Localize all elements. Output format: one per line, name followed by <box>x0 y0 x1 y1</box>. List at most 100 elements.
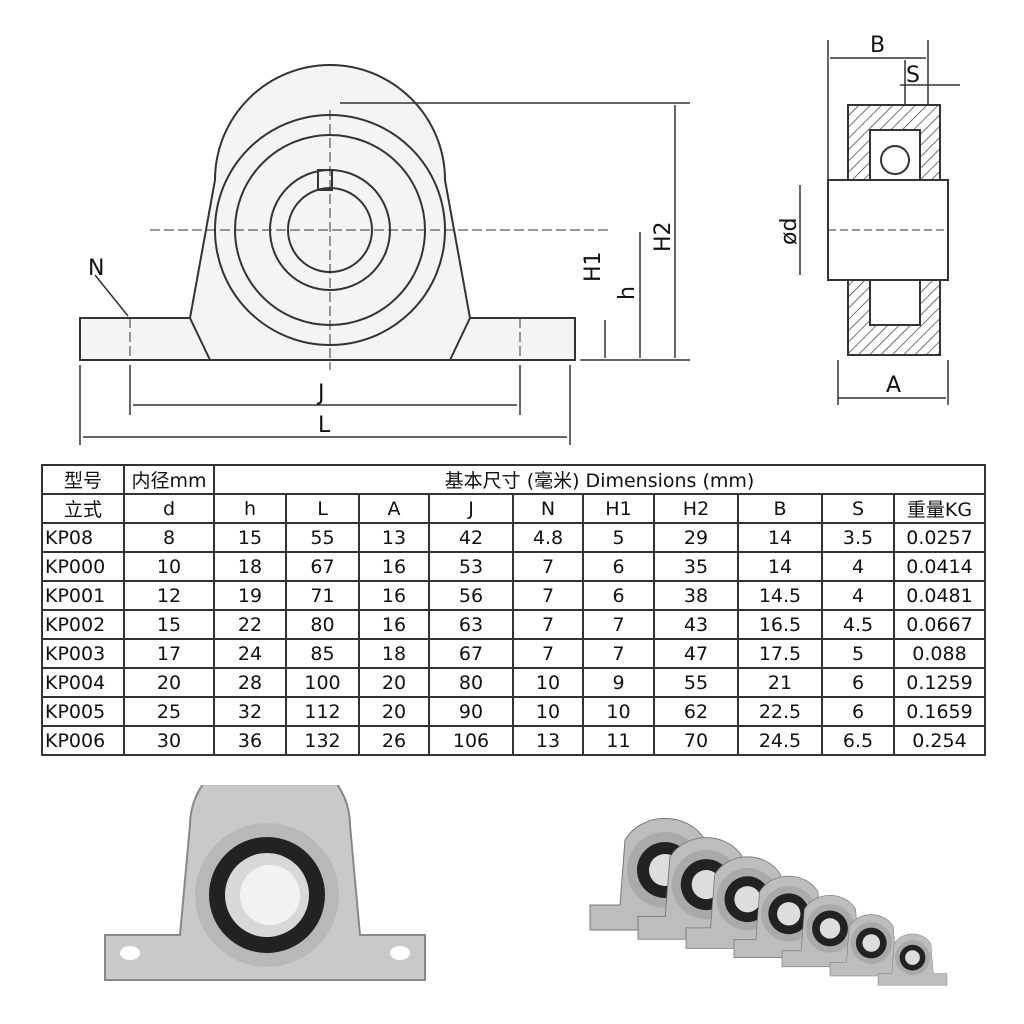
column-header: L <box>285 493 360 524</box>
value-cell: 20 <box>358 696 430 727</box>
value-cell: 26 <box>358 725 430 756</box>
label-L: L <box>318 413 331 438</box>
column-header: 立式 <box>41 493 125 524</box>
value-cell: 4 <box>821 551 895 582</box>
value-cell: 106 <box>428 725 514 756</box>
value-cell: 12 <box>123 580 215 611</box>
model-cell: KP002 <box>41 609 125 640</box>
value-cell: 13 <box>512 725 584 756</box>
value-cell: 9 <box>582 667 655 698</box>
column-header: H2 <box>653 493 739 524</box>
column-header: h <box>213 493 287 524</box>
value-cell: 132 <box>285 725 360 756</box>
value-cell: 6 <box>821 667 895 698</box>
value-cell: 17.5 <box>737 638 823 669</box>
value-cell: 10 <box>512 696 584 727</box>
value-cell: 71 <box>285 580 360 611</box>
value-cell: 7 <box>582 638 655 669</box>
value-cell: 38 <box>653 580 739 611</box>
value-cell: 80 <box>428 667 514 698</box>
value-cell: 53 <box>428 551 514 582</box>
value-cell: 36 <box>213 725 287 756</box>
value-cell: 14.5 <box>737 580 823 611</box>
label-d: ød <box>777 218 802 245</box>
header-dimensions: 基本尺寸 (毫米) Dimensions (mm) <box>213 464 986 495</box>
label-h: h <box>615 286 640 300</box>
header-bore: 内径mm <box>123 464 215 495</box>
value-cell: 13 <box>358 522 430 553</box>
value-cell: 3.5 <box>821 522 895 553</box>
value-cell: 10 <box>123 551 215 582</box>
value-cell: 20 <box>123 667 215 698</box>
value-cell: 11 <box>582 725 655 756</box>
value-cell: 29 <box>653 522 739 553</box>
value-cell: 16 <box>358 580 430 611</box>
value-cell: 16 <box>358 609 430 640</box>
value-cell: 70 <box>653 725 739 756</box>
column-header: S <box>821 493 895 524</box>
value-cell: 15 <box>123 609 215 640</box>
product-photo-series <box>589 817 948 986</box>
column-header: 重量KG <box>893 493 986 524</box>
value-cell: 0.088 <box>893 638 986 669</box>
label-N: N <box>88 256 104 281</box>
value-cell: 7 <box>512 638 584 669</box>
column-header: H1 <box>582 493 655 524</box>
value-cell: 0.1259 <box>893 667 986 698</box>
value-cell: 16.5 <box>737 609 823 640</box>
value-cell: 30 <box>123 725 215 756</box>
value-cell: 6.5 <box>821 725 895 756</box>
value-cell: 100 <box>285 667 360 698</box>
label-H2: H2 <box>651 221 676 252</box>
value-cell: 10 <box>512 667 584 698</box>
value-cell: 55 <box>285 522 360 553</box>
value-cell: 17 <box>123 638 215 669</box>
value-cell: 47 <box>653 638 739 669</box>
column-header: J <box>428 493 514 524</box>
value-cell: 0.0257 <box>893 522 986 553</box>
value-cell: 112 <box>285 696 360 727</box>
column-header: A <box>358 493 430 524</box>
value-cell: 32 <box>213 696 287 727</box>
value-cell: 85 <box>285 638 360 669</box>
product-photo-single <box>104 785 426 981</box>
value-cell: 14 <box>737 551 823 582</box>
value-cell: 22 <box>213 609 287 640</box>
value-cell: 28 <box>213 667 287 698</box>
value-cell: 56 <box>428 580 514 611</box>
value-cell: 90 <box>428 696 514 727</box>
column-header: d <box>123 493 215 524</box>
value-cell: 67 <box>428 638 514 669</box>
pillow-block-unit <box>877 933 948 986</box>
value-cell: 63 <box>428 609 514 640</box>
front-view-drawing: N J L H1 h H2 <box>79 64 690 445</box>
label-A: A <box>886 373 901 398</box>
value-cell: 43 <box>653 609 739 640</box>
label-H1: H1 <box>581 251 606 282</box>
value-cell: 7 <box>582 609 655 640</box>
value-cell: 0.0414 <box>893 551 986 582</box>
value-cell: 5 <box>821 638 895 669</box>
value-cell: 18 <box>213 551 287 582</box>
value-cell: 0.1659 <box>893 696 986 727</box>
pillow-block-unit <box>829 914 913 977</box>
value-cell: 67 <box>285 551 360 582</box>
model-cell: KP004 <box>41 667 125 698</box>
value-cell: 8 <box>123 522 215 553</box>
label-J: J <box>316 381 325 406</box>
model-cell: KP003 <box>41 638 125 669</box>
model-cell: KP001 <box>41 580 125 611</box>
value-cell: 4.5 <box>821 609 895 640</box>
value-cell: 4.8 <box>512 522 584 553</box>
value-cell: 6 <box>821 696 895 727</box>
value-cell: 6 <box>582 580 655 611</box>
value-cell: 24 <box>213 638 287 669</box>
